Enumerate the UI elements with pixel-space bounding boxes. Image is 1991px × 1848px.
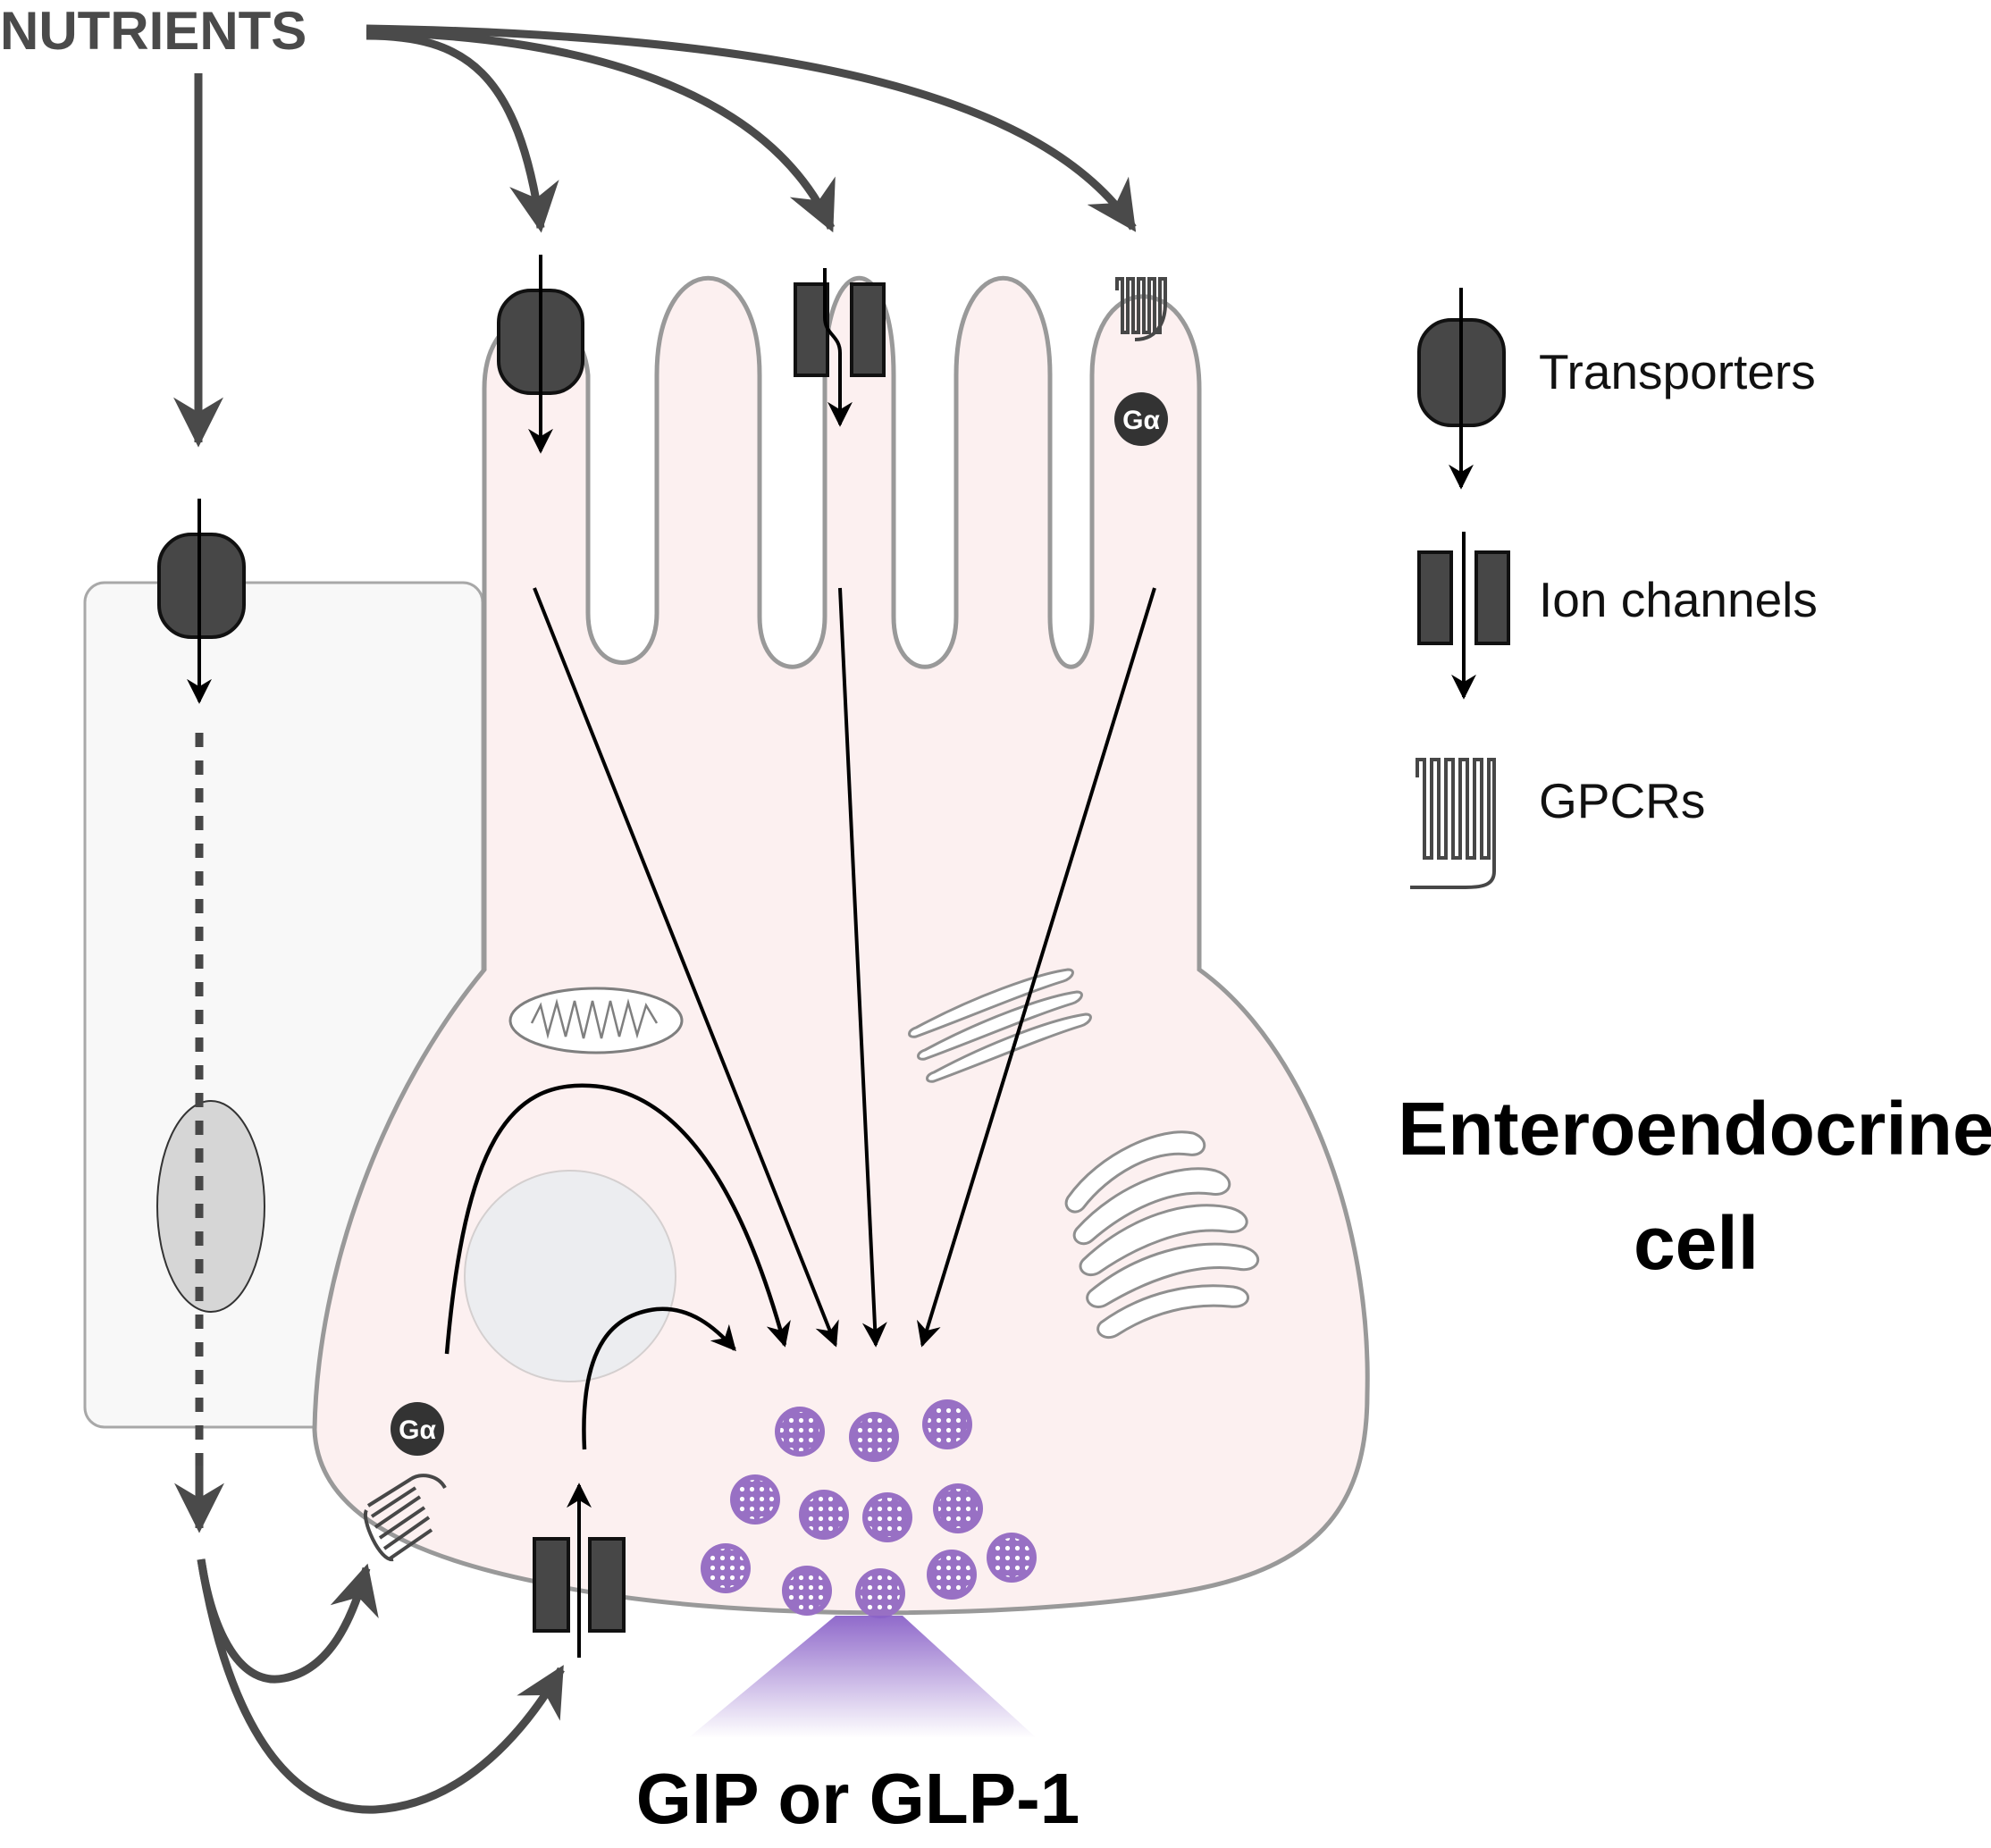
secretory-granules — [701, 1399, 1037, 1618]
endoplasmic-reticulum — [908, 968, 1092, 1083]
transporter-icon — [1417, 288, 1506, 490]
gpcr-icon — [1410, 758, 1496, 889]
apical-gpcr — [1115, 277, 1167, 341]
hormone-secretion-cone — [688, 1616, 1037, 1738]
legend: Transporters Ion channels GPCRs — [1410, 288, 1818, 889]
mitochondrion — [508, 987, 684, 1054]
signal-arrow-ion-channel — [838, 587, 887, 1348]
basolateral-ion-channel — [533, 1483, 626, 1658]
g-alpha-apical: Gα — [1114, 392, 1168, 446]
signal-arrow-gpcr — [917, 587, 1156, 1348]
nutrient-arrow-transporter — [365, 31, 559, 233]
signal-arrow-transporter — [533, 587, 839, 1348]
neighbor-cell-nucleus — [156, 1100, 265, 1313]
cell-type-label-line2: cell — [1634, 1201, 1759, 1285]
legend-label-ion-channels: Ion channels — [1539, 572, 1818, 627]
cell-type-label-line1: Enteroendocrine — [1398, 1087, 1991, 1171]
g-alpha-basolateral: Gα — [391, 1402, 444, 1456]
legend-label-transporters: Transporters — [1539, 344, 1816, 399]
hormone-output-label: GIP or GLP-1 — [636, 1759, 1080, 1838]
basolateral-gpcr — [363, 1474, 447, 1561]
signal-arrow-basolateral-channel — [582, 1306, 736, 1450]
nutrient-arrow-basolateral-channel — [197, 1558, 565, 1814]
apical-ion-channel — [794, 268, 886, 427]
legend-label-gpcrs: GPCRs — [1539, 773, 1705, 828]
nutrient-arrow-ion-channel — [365, 28, 836, 233]
nutrient-arrow-gpcr — [365, 24, 1137, 232]
signal-arrow-basolateral-gpcr — [444, 1083, 791, 1355]
apical-transporter — [497, 255, 584, 454]
ion-channel-icon — [1417, 532, 1510, 700]
svg-text:Gα: Gα — [1122, 406, 1160, 435]
nutrients-label: NUTRIENTS — [0, 1, 307, 61]
svg-text:Gα: Gα — [399, 1415, 436, 1445]
nucleus — [464, 1170, 676, 1382]
nutrient-arrows — [173, 24, 1137, 1814]
golgi-apparatus — [1064, 1130, 1260, 1340]
enterocyte-transporter — [157, 499, 246, 704]
